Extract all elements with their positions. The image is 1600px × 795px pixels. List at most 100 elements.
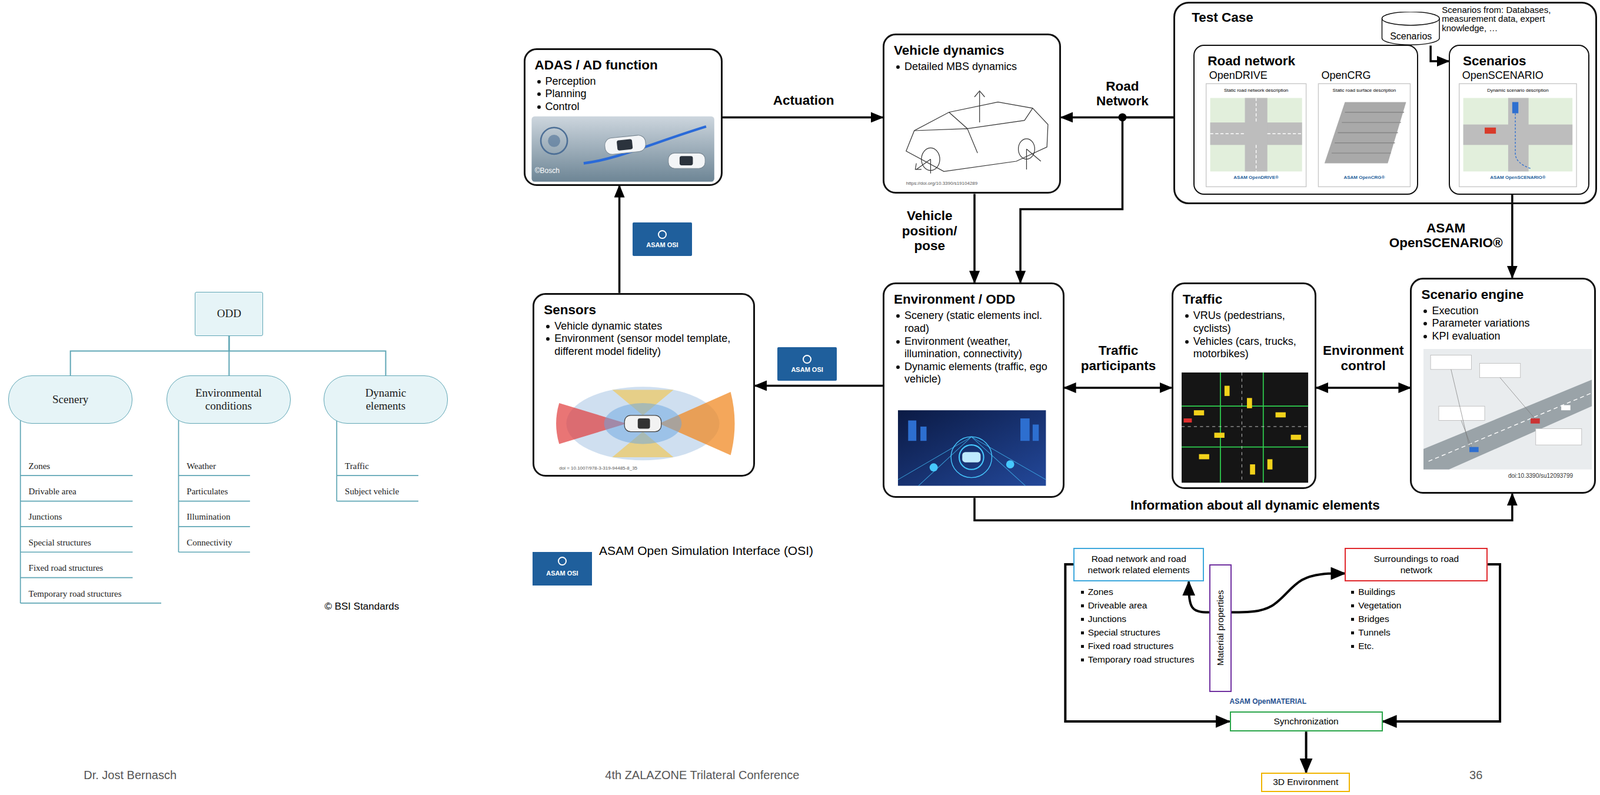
sensor-illustration (624, 415, 661, 432)
environment-illustration (920, 426, 927, 441)
bullet-item: Environment (sensor model template, diff… (543, 332, 747, 358)
environment-illustration (897, 410, 1046, 486)
vehicle-wireframe (949, 108, 1033, 129)
odd-box: ODD (194, 291, 264, 337)
connector-arrow (1065, 564, 1230, 722)
vehicle-wireframe (915, 90, 985, 170)
vehicle-marker (1214, 432, 1225, 438)
box-heading: Vehicle dynamics (893, 42, 1053, 59)
list-item: Connectivity (186, 537, 233, 548)
environment-illustration (1020, 418, 1030, 441)
box-label: OpenCRG (1321, 69, 1371, 83)
connector-arrow (1305, 731, 1308, 773)
openscenario-card (1512, 101, 1519, 113)
environment-illustration (897, 410, 1046, 486)
box-heading: Scenario engine (1421, 286, 1588, 303)
bullet-item: Perception (534, 75, 714, 89)
bullet-item: Vehicles (cars, trucks, motorbikes) (1182, 335, 1308, 361)
list-item: Etc. (1349, 640, 1471, 652)
sensor-illustration (556, 386, 735, 461)
bullet-item: VRUs (pedestrians, cyclists) (1182, 309, 1308, 335)
environment-illustration (950, 436, 992, 478)
box-label: Material properties (1215, 590, 1227, 666)
module-box: TrafficVRUs (pedestrians, cyclists)Vehic… (1171, 282, 1317, 489)
list-item: Junctions (28, 511, 63, 522)
box-heading: Traffic (1182, 291, 1308, 308)
card-caption: Dynamic scenario description (1461, 87, 1575, 93)
vehicle-marker (1249, 464, 1256, 475)
vehicle-marker (1193, 410, 1204, 416)
connector-arrow (973, 193, 976, 283)
scenario-engine-illustration (1530, 418, 1540, 424)
list-item: Vegetation (1349, 600, 1471, 611)
list-item: Temporary road structures (28, 589, 122, 600)
list-item: Special structures (28, 537, 92, 548)
connector-arrow (1188, 581, 1210, 612)
scenario-engine-illustration (1423, 348, 1592, 470)
environment-illustration (962, 451, 981, 462)
list-item: Illumination (186, 511, 231, 522)
box-heading: Sensors (543, 301, 747, 318)
adas-illustration (531, 116, 714, 182)
scenario-engine-illustration (1438, 406, 1485, 421)
card-caption: Static road network description (1208, 87, 1305, 93)
format-tag: ASAM OpenSCENARIO® (1461, 174, 1575, 181)
doi-note: doi = 10.1007/978-3-319-94485-8_35 (559, 465, 638, 471)
traffic-illustration (1183, 418, 1193, 423)
copyright-note: © BSI Standards (324, 600, 399, 613)
car-shape (604, 134, 647, 156)
doi-note: doi:10.3390/su12093799 (1508, 472, 1573, 480)
edge-label: Information about all dynamic elements (1102, 497, 1409, 514)
environment-illustration (897, 436, 1046, 486)
note: Scenarios from: Databases, measurement d… (1441, 5, 1590, 33)
edge-label: Vehicle position/ pose (893, 208, 966, 255)
module-box: Vehicle dynamicsDetailed MBS dynamics (882, 33, 1061, 194)
traffic-illustration (1181, 372, 1309, 483)
module-box: SensorsVehicle dynamic statesEnvironment… (532, 293, 755, 477)
box-label: OpenDRIVE (1209, 69, 1268, 83)
format-box: Road networkOpenDRIVE OpenCRG (1193, 44, 1418, 195)
format-tag: ASAM OpenCRG® (1320, 174, 1409, 181)
legend-swatch (532, 551, 592, 586)
box-label: ASAM OSI (790, 366, 823, 374)
adas-illustration (540, 127, 568, 155)
connector-arrow (974, 493, 1513, 521)
module-box: Environment / ODDScenery (static element… (882, 282, 1065, 498)
cylinder-outline (1382, 18, 1440, 26)
car-shape (604, 134, 647, 156)
odd-tree-lines (20, 420, 419, 604)
osi-logo (557, 556, 567, 566)
bullet-item: KPI evaluation (1421, 330, 1588, 344)
vehicle-wireframe (906, 90, 1049, 174)
vehicle-marker (1246, 397, 1253, 408)
opencrg-card (1318, 83, 1410, 187)
box-label: OpenSCENARIO (1462, 69, 1544, 83)
category-pill: Environmental conditions (166, 375, 292, 424)
openscenario-card (1459, 83, 1577, 187)
copyright-note: ©Bosch (534, 167, 560, 176)
tree-line (70, 336, 230, 377)
opendrive-card (1210, 97, 1303, 172)
scenario-engine-illustration (1469, 447, 1479, 453)
vehicle-wireframe (914, 128, 979, 154)
connector-arrow (1064, 386, 1172, 389)
sensor-illustration (604, 403, 683, 444)
list-item: Subject vehicle (344, 486, 399, 497)
category-pill: Scenery (8, 375, 133, 424)
list-item: Bridges (1349, 613, 1471, 625)
list-item: Temporary road structures (1079, 654, 1196, 665)
vehicle-marker (1199, 454, 1210, 460)
box-label: Surroundings to road network (1363, 553, 1469, 576)
osi-badge: ASAM OSI (632, 222, 693, 256)
category-box: Surroundings to road network (1344, 547, 1488, 582)
category-box: Road network and road network related el… (1073, 547, 1204, 582)
connector-arrow (1511, 194, 1514, 278)
list-item: Traffic (344, 461, 369, 472)
connector-arrow (1382, 564, 1500, 722)
environment-illustration (1006, 460, 1015, 469)
adas-illustration (531, 116, 714, 182)
list-item: Special structures (1079, 627, 1196, 638)
category-box: Material properties (1209, 564, 1232, 693)
box-heading: Road network (1207, 52, 1417, 69)
box-label: Synchronization (1273, 716, 1339, 728)
